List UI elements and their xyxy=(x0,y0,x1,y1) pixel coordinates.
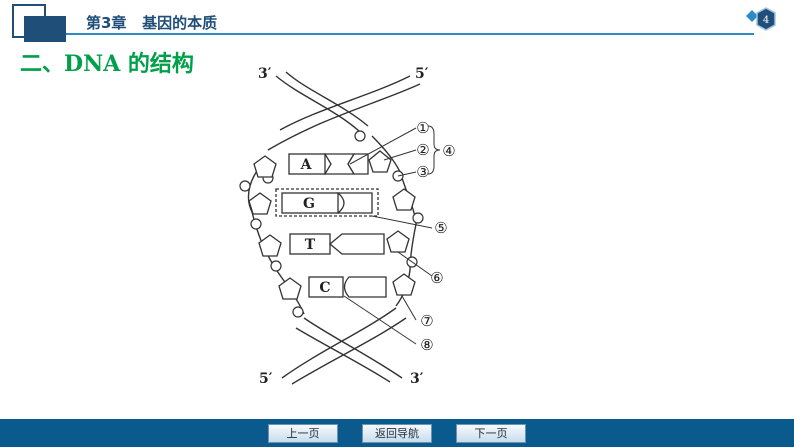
base-a-pair-end xyxy=(347,153,369,175)
deoxyribose-sugar xyxy=(392,188,416,211)
prev-page-button[interactable]: 上一页 xyxy=(268,424,338,443)
deoxyribose-sugar xyxy=(258,234,282,257)
callout-2: ② xyxy=(416,141,429,159)
callout-4: ④ xyxy=(442,142,455,160)
leader-line-2 xyxy=(383,149,417,161)
deoxyribose-sugar xyxy=(248,192,272,215)
chapter-title: 第3章 基因的本质 xyxy=(86,12,217,33)
chapter-number: 第3章 xyxy=(86,14,127,32)
phosphate-group xyxy=(250,218,262,230)
callout-3: ③ xyxy=(416,163,429,181)
callout-1: ① xyxy=(416,119,429,137)
leader-line-5 xyxy=(371,215,433,229)
base-label-a: A xyxy=(300,157,313,173)
phosphate-group xyxy=(354,130,366,142)
strand-label-top-right: 5′ xyxy=(415,66,429,82)
deoxyribose-sugar xyxy=(278,277,302,300)
badge-decor-icon xyxy=(746,10,758,22)
leader-line-8 xyxy=(343,295,417,345)
base-a-block xyxy=(288,153,326,175)
phosphate-group xyxy=(239,180,251,192)
deoxyribose-sugar xyxy=(392,273,416,296)
base-label-t: T xyxy=(305,237,316,253)
leader-line-3 xyxy=(397,171,417,177)
callout-7: ⑦ xyxy=(420,312,433,330)
page-number: 4 xyxy=(763,15,769,26)
backbone-ribbon-lower-d xyxy=(291,317,407,385)
base-label-g: G xyxy=(303,196,315,212)
phosphate-group xyxy=(292,306,304,318)
phosphate-group xyxy=(412,212,424,224)
base-c-complement-block xyxy=(343,276,387,298)
deoxyribose-sugar xyxy=(386,230,410,253)
backbone-ribbon-upper-d xyxy=(267,83,421,151)
page-number-badge: 4 xyxy=(746,7,776,31)
leader-line-6 xyxy=(397,251,433,277)
deoxyribose-sugar xyxy=(253,155,277,178)
base-g-block xyxy=(281,192,339,214)
next-page-button[interactable]: 下一页 xyxy=(456,424,526,443)
base-c-block xyxy=(308,276,344,298)
back-to-nav-button[interactable]: 返回导航 xyxy=(362,424,432,443)
backbone-ribbon-upper-c xyxy=(279,75,411,131)
base-g-complement-block xyxy=(336,192,373,214)
strand-label-bottom-right: 3′ xyxy=(410,371,424,387)
badge-hexagon-icon xyxy=(756,7,776,31)
section-title: 二、DNA 的结构 xyxy=(20,51,194,77)
backbone-ribbon-upper-a xyxy=(275,75,361,133)
strand-label-bottom-left: 5′ xyxy=(259,371,273,387)
callout-8: ⑧ xyxy=(420,336,433,354)
backbone-ribbon-upper-b xyxy=(285,71,369,127)
header-divider xyxy=(66,33,754,35)
backbone-ribbon-lower-a xyxy=(303,317,403,379)
leader-line-7 xyxy=(401,295,417,321)
callout-bracket xyxy=(427,125,441,175)
callout-5: ⑤ xyxy=(434,219,447,237)
base-t-complement-block xyxy=(328,233,385,255)
strand-label-top-left: 3′ xyxy=(258,66,272,82)
header-logo-block xyxy=(24,16,66,42)
callout-6: ⑥ xyxy=(430,269,443,287)
base-label-c: C xyxy=(319,280,330,296)
phosphate-group xyxy=(270,260,282,272)
chapter-name: 基因的本质 xyxy=(142,14,218,32)
leader-line-1 xyxy=(349,127,417,165)
backbone-ribbon-lower-c xyxy=(281,307,397,379)
